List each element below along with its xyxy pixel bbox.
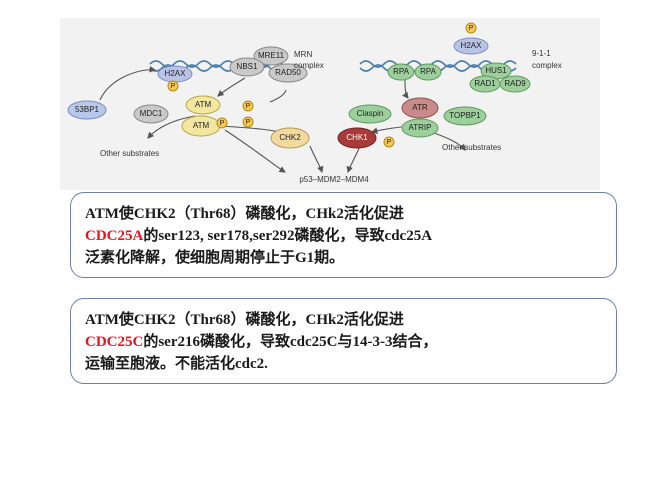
chk2-label: CHK2 xyxy=(279,133,301,142)
other-substrates-right-label: Other substrates xyxy=(442,143,501,152)
mrn-complex-label: complex xyxy=(294,61,324,70)
phospho-label: P xyxy=(246,103,251,110)
mrn-label: MRN xyxy=(294,50,312,59)
atm-bottom-label: ATM xyxy=(193,121,210,130)
box2-line3: 运输至胞液。不能活化cdc2. xyxy=(85,356,268,372)
box2-line2: CDC25C的ser216磷酸化，导致cdc25C与14-3-3结合， xyxy=(85,331,616,353)
nbs1-protein xyxy=(229,57,265,77)
p53-mdm2-mdm4-label: p53–MDM2–MDM4 xyxy=(299,175,369,184)
box1-line2-rest: 的ser123, ser178,ser292磷酸化，导致cdc25A xyxy=(143,228,433,244)
rad50-label: RAD50 xyxy=(275,68,301,77)
911-label: 9-1-1 xyxy=(532,49,551,58)
rpa-protein xyxy=(414,63,442,81)
phospho-label: P xyxy=(469,25,474,32)
atr-protein xyxy=(401,97,439,119)
chk1-label: CHK1 xyxy=(346,133,368,142)
atm-top-label: ATM xyxy=(195,100,212,109)
rpa-label: RPA xyxy=(393,67,410,76)
cdc25c-highlight: CDC25C xyxy=(85,334,144,350)
nbs1-label: NBS1 xyxy=(237,62,258,71)
mdc1-protein xyxy=(133,104,169,124)
h2ax-right-protein xyxy=(453,37,489,55)
signaling-pathway-figure: MRE11 NBS1 RAD50 MRN complex H2AX P 53BP… xyxy=(60,18,600,190)
phospho-icon xyxy=(465,22,477,34)
phospho-label: P xyxy=(387,139,392,146)
phospho-label: P xyxy=(220,120,225,127)
phospho-icon xyxy=(383,136,395,148)
h2ax-left-label: H2AX xyxy=(165,69,187,78)
h2ax-right-label: H2AX xyxy=(461,41,483,50)
phospho-icon xyxy=(242,100,254,112)
topbp1-label: TOPBP1 xyxy=(449,111,481,120)
box1-line3: 泛素化降解，使细胞周期停止于G1期。 xyxy=(85,250,345,266)
rpa-label: RPA xyxy=(420,67,437,76)
claspin-protein xyxy=(348,104,392,124)
cdc25a-highlight: CDC25A xyxy=(85,228,144,244)
rad1-label: RAD1 xyxy=(474,79,496,88)
53bp1-protein xyxy=(67,100,107,120)
rpa-protein xyxy=(387,63,415,81)
phospho-label: P xyxy=(246,119,251,126)
claspin-label: Claspin xyxy=(357,109,384,118)
rad9-label: RAD9 xyxy=(504,79,526,88)
911-complex-label: complex xyxy=(532,61,562,70)
chk2-protein xyxy=(270,127,310,149)
topbp1-protein xyxy=(443,106,487,126)
mre11-label: MRE11 xyxy=(258,51,285,60)
atrip-protein xyxy=(401,118,439,138)
mdc1-label: MDC1 xyxy=(140,109,163,118)
info-box-cdc25a: ATM使CHK2（Thr68）磷酸化，CHk2活化促进 CDC25A的ser12… xyxy=(70,192,617,278)
box2-line1: ATM使CHK2（Thr68）磷酸化，CHk2活化促进 xyxy=(85,312,404,328)
phospho-icon xyxy=(167,80,179,92)
atrip-label: ATRIP xyxy=(409,123,432,132)
chk1-protein xyxy=(337,127,377,149)
53bp1-label: 53BP1 xyxy=(75,105,100,114)
phospho-label: P xyxy=(171,83,176,90)
box1-line2: CDC25A的ser123, ser178,ser292磷酸化，导致cdc25A xyxy=(85,225,616,247)
hus1-label: HUS1 xyxy=(485,66,507,75)
mre11-protein xyxy=(253,46,289,66)
box1-line1: ATM使CHK2（Thr68）磷酸化，CHk2活化促进 xyxy=(85,206,404,222)
pathway-diagram: MRE11 NBS1 RAD50 MRN complex H2AX P 53BP… xyxy=(67,22,562,184)
info-box-cdc25c: ATM使CHK2（Thr68）磷酸化，CHk2活化促进 CDC25C的ser21… xyxy=(70,298,617,384)
other-substrates-left-label: Other substrates xyxy=(100,149,159,158)
phospho-icon xyxy=(216,117,228,129)
atr-label: ATR xyxy=(412,103,428,112)
phospho-icon xyxy=(242,116,254,128)
rad9-protein xyxy=(499,75,531,93)
atm-top-protein xyxy=(185,95,221,115)
rad50-protein xyxy=(268,63,308,83)
box2-line2-rest: 的ser216磷酸化，导致cdc25C与14-3-3结合， xyxy=(143,334,438,350)
